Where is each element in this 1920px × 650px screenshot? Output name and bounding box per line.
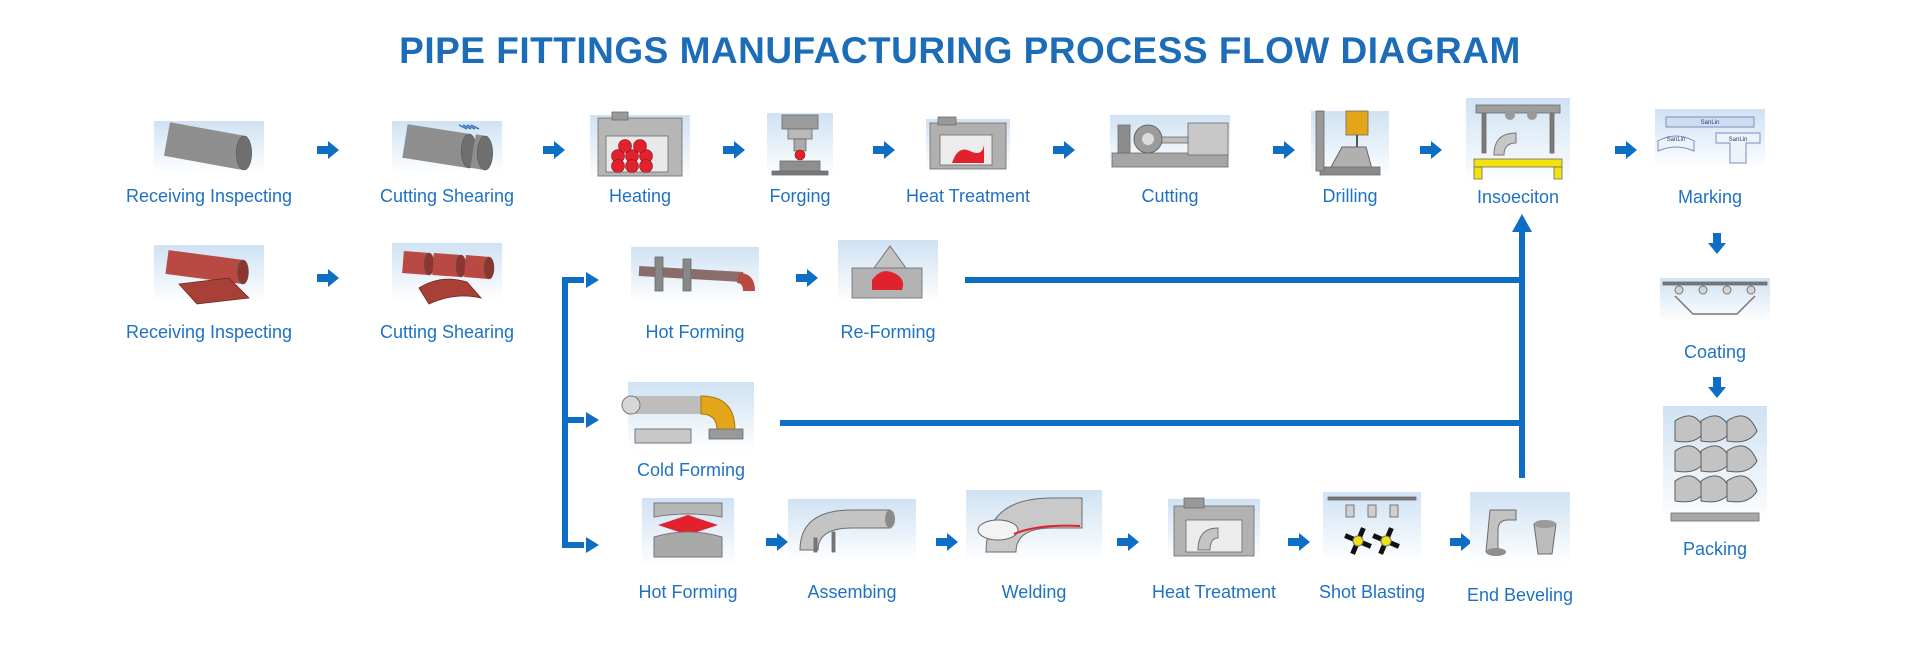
cut-pipe-icon xyxy=(392,243,502,305)
step-label: Marking xyxy=(1677,187,1743,207)
step-label: Drilling xyxy=(1322,186,1378,206)
step-label: Heating xyxy=(608,186,672,206)
flow-arrow-right xyxy=(1288,533,1310,551)
flow-arrow-down xyxy=(1708,377,1726,398)
heat-treatment-oven-icon xyxy=(926,116,1010,171)
flow-arrow-right xyxy=(1053,141,1075,159)
step-label: Heat Treatment xyxy=(905,186,1031,206)
pipe-and-plate-icon xyxy=(154,245,264,305)
furnace-icon xyxy=(590,111,690,181)
flow-arrow-right xyxy=(766,533,788,551)
step-label: Cutting xyxy=(1141,186,1199,206)
cut-bar-icon xyxy=(392,121,502,173)
flow-arrow-right xyxy=(936,533,958,551)
shot-blasting-icon xyxy=(1323,492,1421,562)
step-label: Coating xyxy=(1683,342,1747,362)
forging-press-icon xyxy=(767,113,833,177)
step-label: Shot Blasting xyxy=(1318,582,1426,602)
hot-press-die-icon xyxy=(642,498,734,568)
step-label: Cutting Shearing xyxy=(379,322,515,342)
step-label: Packing xyxy=(1682,539,1748,559)
packed-elbows-icon xyxy=(1663,406,1767,524)
step-label: Hot Forming xyxy=(638,582,738,602)
step-label: End Beveling xyxy=(1466,585,1574,605)
flow-arrow-right xyxy=(317,269,339,287)
beveled-fittings-icon xyxy=(1470,492,1570,564)
branch-arrow xyxy=(586,272,599,288)
flow-arrow-right xyxy=(1117,533,1139,551)
svg-text:SanLin: SanLin xyxy=(1667,137,1686,143)
coating-line-icon xyxy=(1660,278,1770,322)
flow-arrow-right xyxy=(1420,141,1442,159)
step-label: Insoeciton xyxy=(1476,187,1560,207)
flow-arrow-down xyxy=(1708,233,1726,254)
branch-arrow xyxy=(586,412,599,428)
step-label: Cold Forming xyxy=(636,460,746,480)
heat-treatment-furnace-icon xyxy=(1168,497,1260,561)
step-label: Cutting Shearing xyxy=(379,186,515,206)
step-label: Assembing xyxy=(807,582,897,602)
flow-arrow-right xyxy=(1615,141,1637,159)
flow-arrow-right xyxy=(873,141,895,159)
inspection-up-arrow xyxy=(1512,214,1532,232)
step-label: Welding xyxy=(1001,582,1067,602)
step-label: Re-Forming xyxy=(840,322,936,342)
step-label: Receiving Inspecting xyxy=(125,322,293,342)
step-label: Heat Treatment xyxy=(1151,582,1277,602)
svg-text:SanLin: SanLin xyxy=(1729,137,1748,143)
reforming-die-icon xyxy=(838,240,938,304)
welded-elbow-icon xyxy=(966,490,1102,562)
flow-arrow-right xyxy=(796,269,818,287)
flow-arrow-right xyxy=(317,141,339,159)
flow-arrow-right xyxy=(1450,533,1472,551)
step-label: Hot Forming xyxy=(645,322,745,342)
hot-forming-mandrel-icon xyxy=(631,247,759,303)
inspection-machine-icon xyxy=(1466,98,1570,184)
lathe-icon xyxy=(1110,115,1230,171)
step-label: Receiving Inspecting xyxy=(125,186,293,206)
flow-arrow-right xyxy=(723,141,745,159)
branch-arrow xyxy=(586,537,599,553)
forming-branch-bracket xyxy=(562,277,584,548)
assembled-elbow-icon xyxy=(788,499,916,561)
cold-bending-icon xyxy=(621,382,754,452)
drill-press-icon xyxy=(1311,110,1389,179)
flow-arrow-right xyxy=(543,141,565,159)
flow-arrow-right xyxy=(1273,141,1295,159)
solid-bar-icon xyxy=(154,121,264,173)
step-label: Forging xyxy=(769,186,831,206)
diagram-title: PIPE FITTINGS MANUFACTURING PROCESS FLOW… xyxy=(399,30,1521,71)
svg-text:SanLin: SanLin xyxy=(1701,120,1720,126)
